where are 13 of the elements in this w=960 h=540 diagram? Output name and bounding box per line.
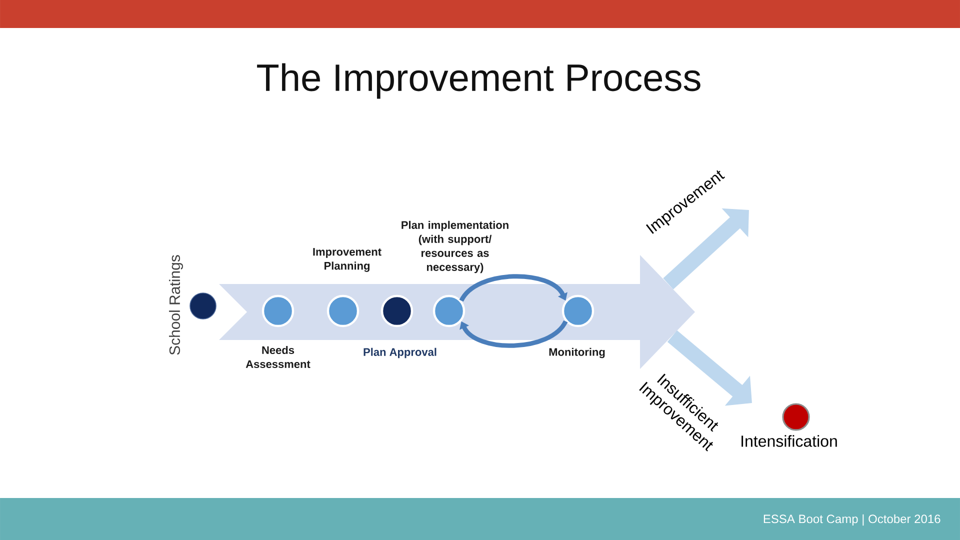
step-label: Intensification <box>742 435 837 447</box>
axis-label: School Ratings <box>169 255 183 355</box>
step-label: Improvement Planning <box>313 248 382 272</box>
step-label: Plan implementation (with support/ resources as necessary) <box>402 220 508 274</box>
footer-text: ESSA Boot Camp | October 2016 <box>764 514 940 526</box>
circle-marker <box>190 292 216 320</box>
block-arrow <box>663 208 749 290</box>
step-label: Monitoring <box>549 348 605 358</box>
step-label: Plan Approval <box>364 348 436 358</box>
curved-arrow <box>460 320 568 348</box>
curved-arrow <box>459 274 568 302</box>
title: The Improvement Process <box>257 63 700 99</box>
step-label: Needs Assessment <box>246 346 310 368</box>
